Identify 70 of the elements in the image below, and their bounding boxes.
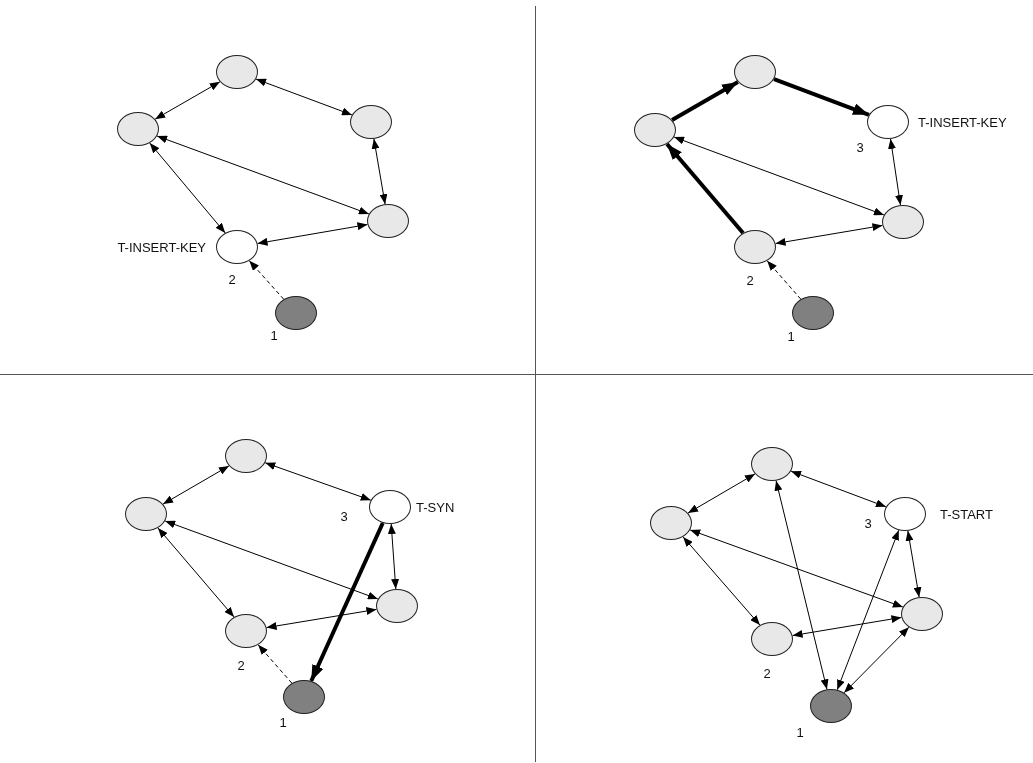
state-circle xyxy=(216,230,258,264)
state-label: T-INSERT-KEY xyxy=(117,240,206,254)
state-circle xyxy=(216,55,258,89)
thick-arrow xyxy=(671,80,739,122)
double-arrow xyxy=(790,470,887,508)
state-circle xyxy=(225,614,267,648)
double-arrow xyxy=(775,223,883,246)
double-arrow xyxy=(682,536,761,626)
state-circle xyxy=(367,204,409,238)
state-circle xyxy=(275,296,317,330)
double-arrow xyxy=(149,142,226,234)
state-circle xyxy=(369,490,411,524)
state-circle xyxy=(734,230,776,264)
step-number: 1 xyxy=(279,715,287,729)
state-circle xyxy=(751,622,793,656)
double-arrow xyxy=(157,527,235,618)
step-number: 3 xyxy=(864,516,872,530)
dashed-arrow xyxy=(257,644,293,684)
double-arrow xyxy=(673,136,885,216)
double-arrow xyxy=(687,473,756,514)
step-number: 1 xyxy=(787,329,795,343)
step-number: 2 xyxy=(228,272,236,286)
double-arrow xyxy=(255,78,353,116)
double-arrow xyxy=(689,529,904,608)
double-arrow xyxy=(266,607,377,630)
double-arrow xyxy=(387,523,400,590)
double-arrow xyxy=(154,81,221,120)
thick-arrow xyxy=(773,77,870,117)
state-label: T-INSERT-KEY xyxy=(918,115,1007,129)
double-arrow xyxy=(792,615,902,638)
state-circle xyxy=(225,439,267,473)
double-arrow xyxy=(164,520,379,600)
state-circle xyxy=(117,112,159,146)
thick-arrow xyxy=(665,142,745,235)
dashed-arrow xyxy=(248,260,285,300)
state-circle xyxy=(901,597,943,631)
state-circle xyxy=(884,497,926,531)
state-circle xyxy=(350,105,392,139)
state-circle xyxy=(125,497,167,531)
state-circle xyxy=(867,105,909,139)
double-arrow xyxy=(905,530,922,598)
step-number: 1 xyxy=(270,328,278,342)
state-circle xyxy=(810,689,852,723)
double-arrow xyxy=(257,222,368,246)
state-circle xyxy=(283,680,325,714)
double-arrow xyxy=(264,462,372,501)
state-circle xyxy=(734,55,776,89)
step-number: 3 xyxy=(856,140,864,154)
thick-arrow xyxy=(309,522,385,682)
step-number: 2 xyxy=(746,273,754,287)
state-circle xyxy=(882,205,924,239)
state-circle xyxy=(650,506,692,540)
double-arrow xyxy=(836,529,900,691)
state-label: T-START xyxy=(940,507,993,521)
double-arrow xyxy=(774,480,829,690)
double-arrow xyxy=(371,138,388,205)
state-label: T-SYN xyxy=(416,500,455,514)
state-circle xyxy=(751,447,793,481)
dashed-arrow xyxy=(766,260,802,300)
step-number: 1 xyxy=(796,725,804,739)
state-circle xyxy=(634,113,676,147)
state-circle xyxy=(792,296,834,330)
double-arrow xyxy=(162,465,230,505)
double-arrow xyxy=(888,138,903,206)
step-number: 2 xyxy=(237,658,245,672)
double-arrow xyxy=(843,626,910,694)
step-number: 3 xyxy=(340,509,348,523)
step-number: 2 xyxy=(763,666,771,680)
double-arrow xyxy=(156,135,370,215)
state-circle xyxy=(376,589,418,623)
